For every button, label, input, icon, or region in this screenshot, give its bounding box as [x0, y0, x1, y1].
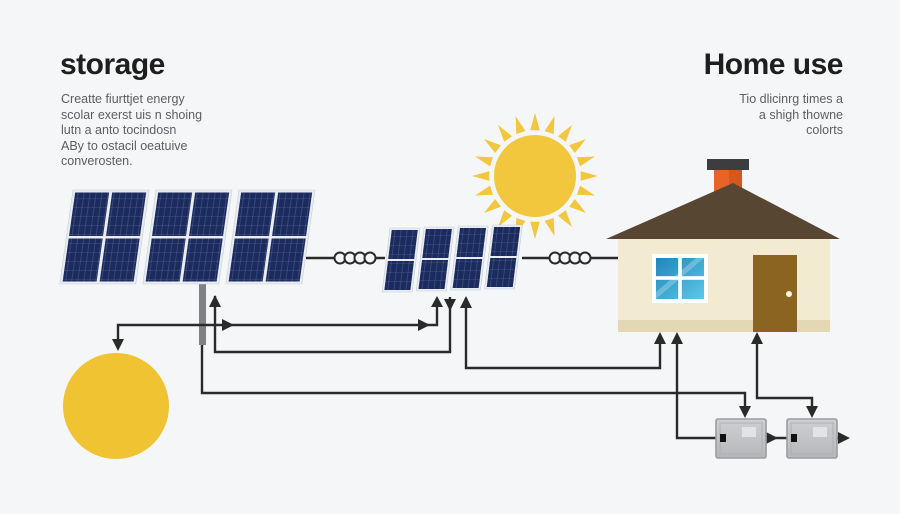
inductor-coil-symbol [548, 251, 592, 265]
sun-ray [530, 113, 540, 131]
wire-to-storage-circle [116, 298, 439, 345]
sun-ray [515, 116, 526, 134]
arrow-right-mid [418, 319, 430, 331]
wire-panel-loop [213, 296, 452, 354]
house-wall [618, 237, 830, 322]
wiring-layer [112, 251, 850, 444]
solar-panel [450, 225, 489, 291]
small-solar-panel-array-icon [381, 224, 523, 293]
solar-panel [415, 226, 455, 292]
solar-panel [381, 227, 421, 293]
sun-ray [498, 125, 512, 142]
energy-flow-arrows [112, 295, 850, 444]
arrow-up-into-house [654, 332, 666, 344]
house-door [753, 255, 797, 332]
arrow-up-into-midpanel [460, 296, 472, 308]
arrow-right-battery2-out [838, 432, 850, 444]
battery-terminal [720, 434, 726, 442]
arrow-right-into-battery2 [766, 432, 778, 444]
inductor-coil-symbol [333, 251, 377, 265]
home-use-description: Tio dlicinrg times a a shigh thowne colo… [739, 92, 843, 139]
battery-terminal [791, 434, 797, 442]
house-window [652, 254, 708, 303]
wire-pole-to-battery1 [200, 345, 747, 414]
arrow-down-into-battery2 [806, 406, 818, 418]
arrow-down-from-midpanel [444, 299, 456, 311]
wire-house-to-battery2 [755, 336, 814, 414]
sun-ray [472, 171, 490, 181]
battery-inverter-box-icon [715, 418, 767, 459]
sun-ray [484, 139, 501, 153]
solar-panel [225, 189, 316, 285]
chimney-cap [707, 159, 749, 170]
sun-ray [558, 210, 572, 227]
storage-description-line: Creatte fiurttjet energy [61, 92, 185, 106]
panel-pole [199, 280, 206, 345]
home-use-description-line: a shigh thowne [758, 107, 843, 122]
wire-house-to-battery1-side [675, 336, 717, 440]
energy-storage-circle-icon [63, 353, 169, 459]
home-use-title: Home use [703, 48, 844, 81]
house-roof [606, 183, 840, 239]
sun-icon [472, 113, 598, 239]
sun-rays [472, 113, 598, 239]
storage-description-line: converosten. [61, 154, 133, 168]
house-icon [606, 159, 840, 332]
solar-panel [484, 224, 523, 290]
arrow-up-into-house [671, 332, 683, 344]
home-use-description-line: Tio dlicinrg times a [739, 92, 843, 106]
sun-ray [475, 185, 493, 196]
house-base [618, 320, 830, 332]
storage-description: Creatte fiurttjet energy scolar exerst u… [61, 92, 202, 170]
battery-inverter-box-icon [786, 418, 838, 459]
solar-panel-array-icon [59, 189, 316, 285]
sun-ray [558, 125, 572, 142]
sun-ray [484, 199, 501, 213]
sun-ray [475, 156, 493, 167]
storage-title: storage [60, 48, 165, 81]
arrow-down-into-circle [112, 339, 124, 351]
home-use-description-line: colorts [806, 123, 843, 137]
arrow-up-into-house [751, 332, 763, 344]
arrow-up-into-midpanel [431, 296, 443, 307]
sun-ray [544, 218, 555, 236]
door-knob [786, 291, 792, 297]
storage-description-line: ABy to ostacil oeatuive [61, 138, 188, 153]
storage-description-line: lutn a anto tocindosn [61, 123, 177, 137]
arrow-up-into-panel [209, 295, 221, 307]
storage-description-line: scolar exerst uis n shoing [61, 107, 203, 122]
wire-midpanel-to-house-base [464, 298, 662, 370]
arrow-down-into-battery1 [739, 406, 751, 418]
sun-ray [544, 116, 555, 134]
sun-ray [580, 171, 598, 181]
sun-ray [577, 185, 595, 196]
sun-ray [577, 156, 595, 167]
sun-ray [530, 221, 540, 239]
arrow-right-mid [222, 319, 234, 331]
sun-ray [569, 139, 586, 153]
sun-ray [498, 210, 512, 227]
solar-panel [59, 189, 150, 285]
solar-panel [142, 189, 233, 285]
sun-ray [569, 199, 586, 213]
